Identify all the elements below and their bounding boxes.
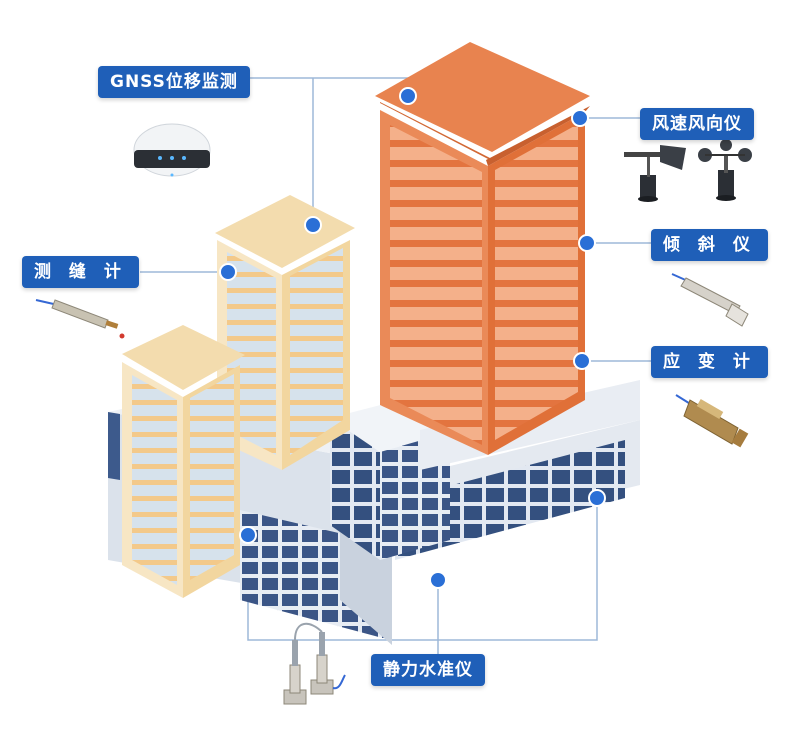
label-wind-speed-direction: 风速风向仪: [640, 108, 754, 140]
anemometer-icon: [698, 139, 752, 201]
label-inclinometer: 倾 斜 仪: [651, 229, 768, 261]
gnss-receiver-icon: [133, 123, 211, 177]
dot-level-2: [429, 571, 447, 589]
sensor-dots: [219, 87, 606, 589]
orange-tower: [375, 42, 590, 455]
cream-tower-back: [215, 195, 355, 470]
dot-strain: [573, 352, 591, 370]
label-strain-gauge: 应 变 计: [651, 346, 768, 378]
hydrostatic-level-icon: [283, 622, 346, 705]
dot-wind: [571, 109, 589, 127]
label-hydrostatic-level: 静力水准仪: [371, 654, 485, 686]
label-gnss-displacement: GNSS位移监测: [98, 66, 250, 98]
crack-meter-icon: [35, 299, 125, 339]
dot-gnss-orange: [399, 87, 417, 105]
dot-gnss-cream: [304, 216, 322, 234]
dot-tilt: [578, 234, 596, 252]
label-crack-meter: 测 缝 计: [22, 256, 139, 288]
dot-crack: [219, 263, 237, 281]
dot-level-1: [239, 526, 257, 544]
dot-level-3: [588, 489, 606, 507]
wind-vane-icon: [624, 145, 686, 202]
inclinometer-icon: [671, 273, 749, 327]
cream-tower-front: [122, 325, 245, 598]
strain-gauge-icon: [675, 394, 749, 448]
